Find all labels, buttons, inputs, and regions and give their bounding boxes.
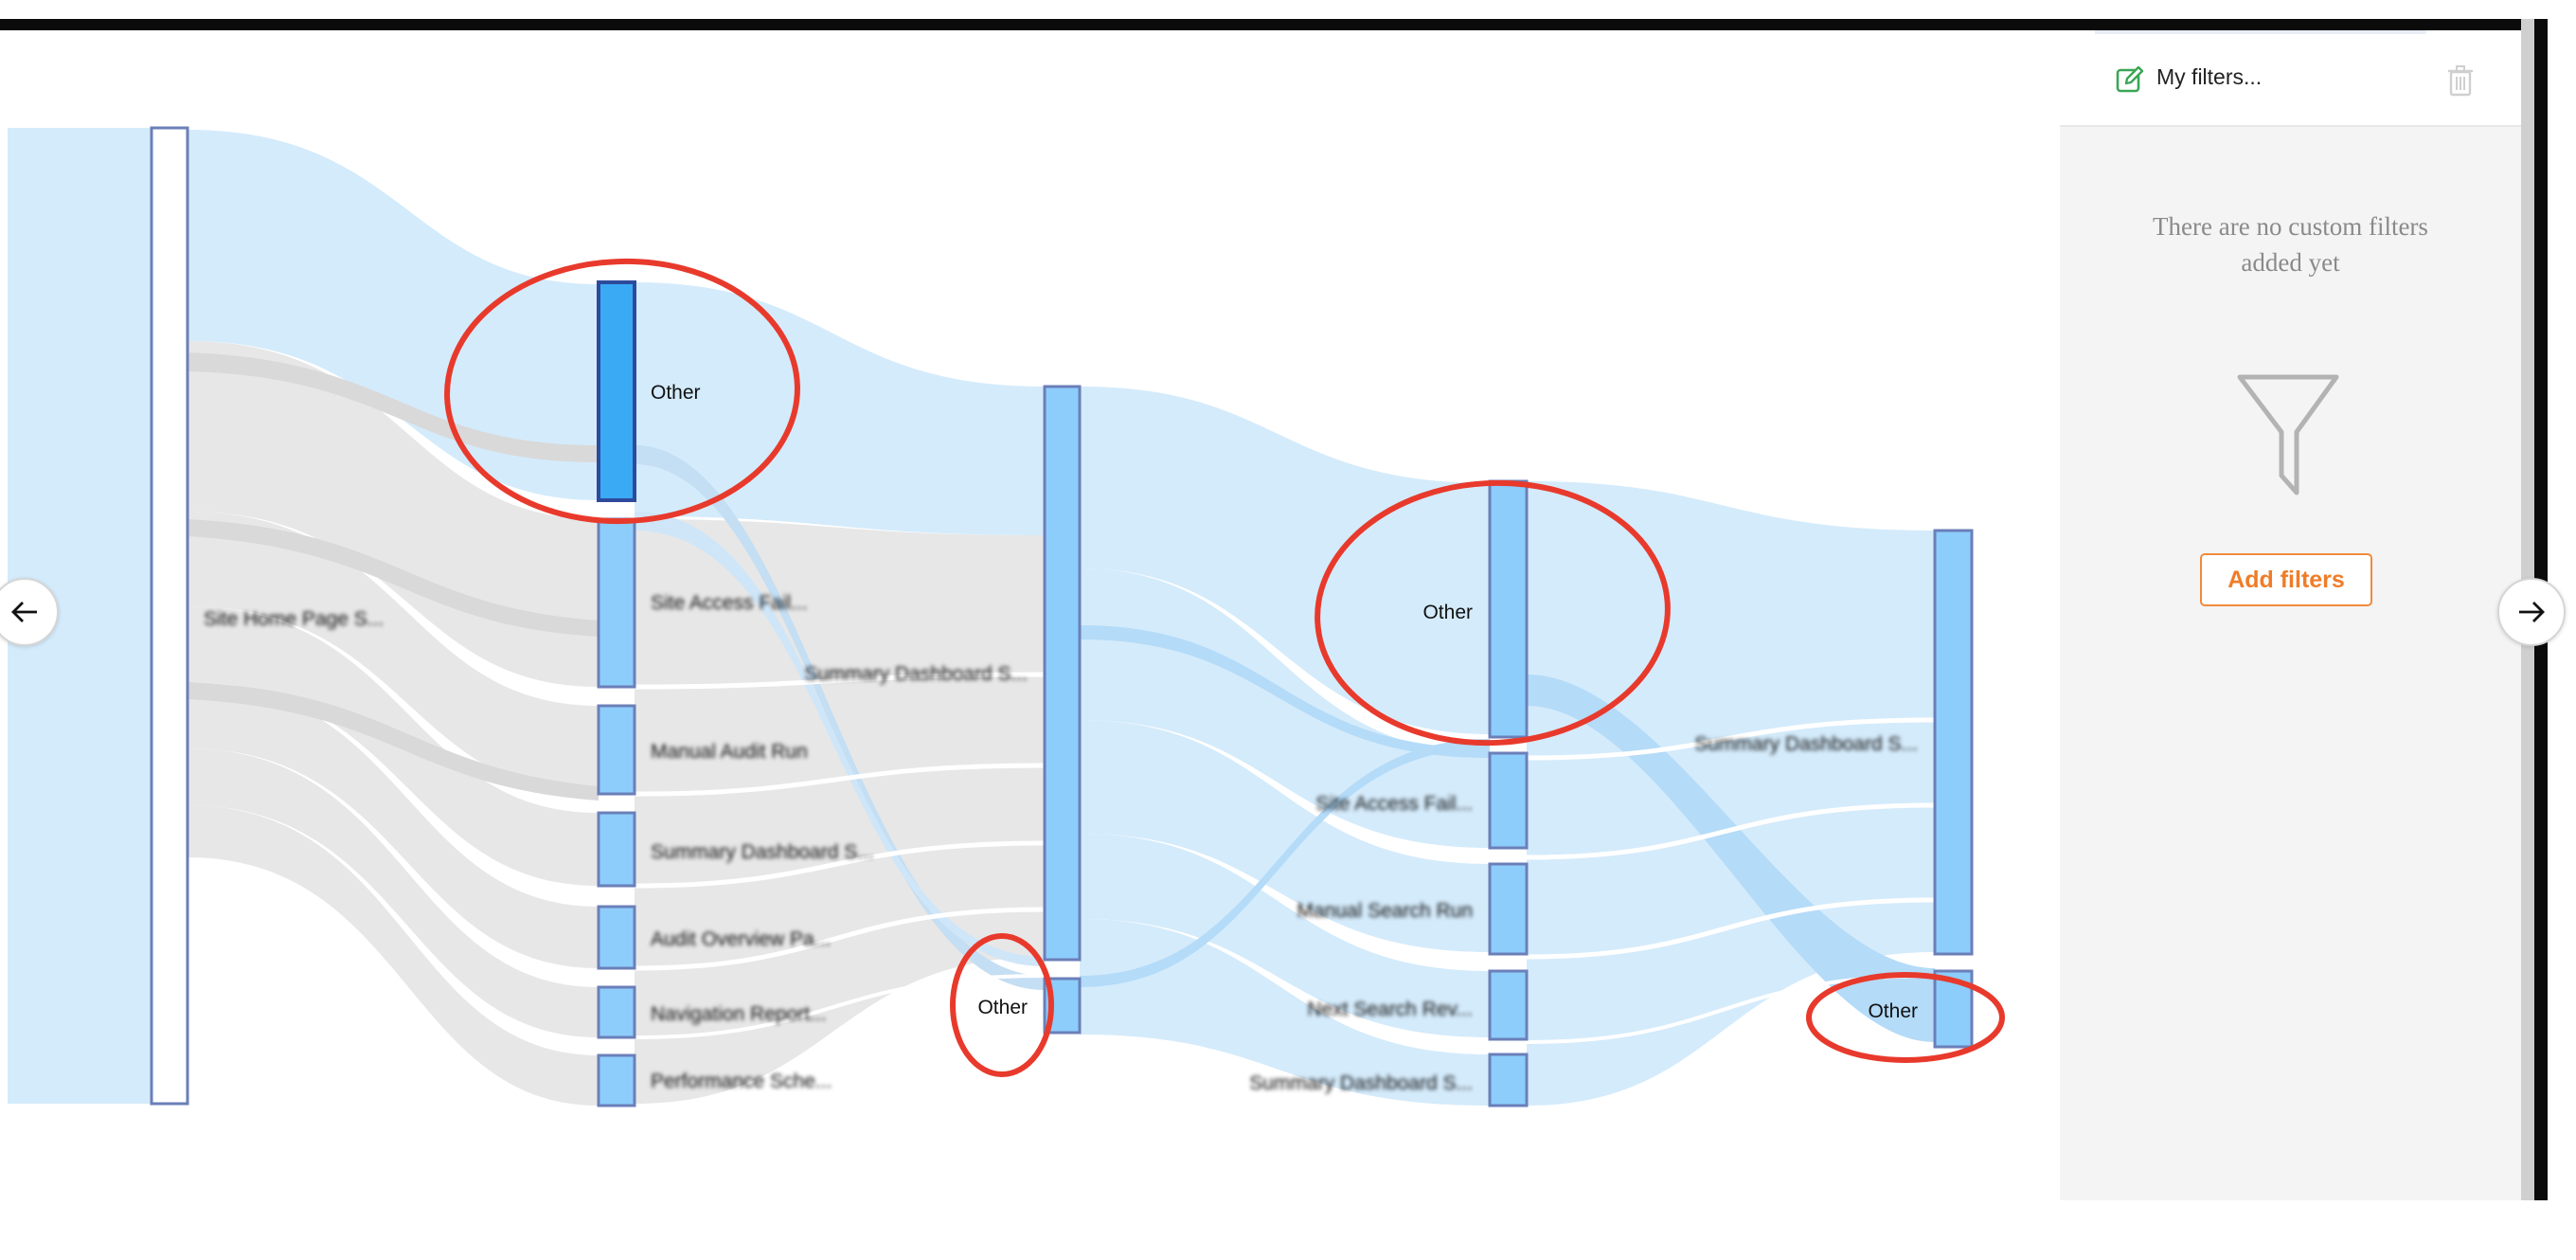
node-label: Navigation Report... (651, 1003, 827, 1025)
flow-grey-to-summary (635, 519, 1045, 1104)
flow-root-to-node3 (188, 512, 599, 794)
annotation-circle-other-step2 (444, 258, 800, 525)
flow-gap (1526, 717, 1936, 761)
add-filters-button[interactable]: Add filters (2200, 553, 2372, 606)
annotation-circle-other-step3 (950, 933, 1054, 1077)
flow-root-to-node7 (188, 805, 599, 1106)
user-flow-sankey: Site Home Page S... Other Site Access Fa… (8, 126, 2005, 1107)
previous-step-button[interactable] (0, 578, 59, 646)
flow-gap (1526, 897, 1936, 960)
flow-summary-to-node5 (1080, 919, 1490, 1106)
sankey-node-other-step2[interactable] (597, 280, 636, 502)
node-label-other: Other (651, 382, 701, 404)
flow-gap (634, 763, 1046, 797)
flow-crossing (188, 682, 599, 801)
filters-panel: My filters... There are no custom filter… (2060, 30, 2521, 1200)
funnel-icon (2237, 374, 2339, 495)
sankey-node-step2[interactable] (597, 985, 636, 1039)
sankey-node-other-step4[interactable] (1488, 479, 1529, 739)
flow-summary-to-other (1080, 387, 1490, 734)
sankey-node-step4[interactable] (1488, 1053, 1529, 1107)
annotation-circle-other-step5 (1806, 972, 2005, 1063)
sankey-node-other-step5[interactable] (1933, 969, 1974, 1049)
sankey-nodes (150, 126, 1974, 1107)
node-label: Site Access Fail... (1315, 793, 1473, 815)
sankey-flows (8, 128, 1936, 1106)
node-label: Audit Overview Pa... (651, 928, 831, 950)
flow-summary-to-node3 (1080, 720, 1490, 952)
sankey-node-step5[interactable] (1933, 529, 1974, 956)
sankey-canvas: Site Home Page S... Other Site Access Fa… (8, 126, 2005, 1107)
sankey-node-step4[interactable] (1488, 751, 1529, 850)
empty-state-line: There are no custom filters (2153, 212, 2428, 241)
flow-gap (634, 907, 1046, 971)
edit-icon[interactable] (2115, 64, 2145, 95)
sankey-node-step2[interactable] (597, 811, 636, 888)
sankey-node-step2[interactable] (597, 905, 636, 970)
next-step-button[interactable] (2497, 578, 2566, 646)
annotation-circle-other-step4 (1315, 479, 1671, 747)
window-top-border (0, 19, 2548, 30)
arrow-right-icon (2519, 602, 2545, 622)
flow-root-to-node5 (188, 682, 599, 968)
filters-header: My filters... (2060, 30, 2521, 127)
flow-gap (634, 974, 1046, 1039)
empty-state-message: There are no custom filters added yet (2098, 208, 2483, 280)
node-label: Summary Dashboard S... (804, 663, 1028, 685)
flow-summary-to-node4 (1080, 834, 1490, 1037)
flow-root-to-node4 (188, 606, 599, 886)
node-label: Summary Dashboard S... (1694, 733, 1918, 755)
flow-root-to-node2 (188, 341, 599, 687)
node-label: Site Access Fail... (651, 592, 808, 614)
flow-root-to-node6 (188, 748, 599, 1037)
empty-state-line: added yet (2241, 248, 2340, 277)
flow-crossing-blue (1080, 625, 1490, 758)
red-annotation-circles (444, 258, 2005, 1077)
flow-crossing (188, 352, 599, 462)
sankey-labels: Site Home Page S... Other Site Access Fa… (204, 382, 1918, 1094)
sankey-node-root[interactable] (150, 126, 189, 1106)
flow-other-to-other-final (1527, 675, 1935, 1042)
sankey-node-step4[interactable] (1488, 862, 1529, 956)
trash-icon[interactable] (2446, 64, 2475, 97)
node-label: Manual Audit Run (651, 741, 808, 763)
flow-crossing (188, 519, 599, 637)
sankey-node-step2[interactable] (597, 704, 636, 796)
flow-gap (1526, 802, 1936, 860)
node-label: Manual Search Run (1297, 900, 1473, 922)
node-label: Next Search Rev... (1307, 999, 1473, 1020)
node-label: Summary Dashboard S... (651, 841, 874, 863)
node-label-other: Other (1868, 1000, 1918, 1022)
node-label-other: Other (1422, 602, 1473, 623)
node-label-other: Other (977, 997, 1028, 1018)
flow-root-to-other (188, 130, 599, 500)
node-label: Site Home Page S... (204, 608, 384, 630)
arrow-left-icon (11, 602, 37, 622)
flow-other-to-summary (635, 282, 1045, 535)
node-label: Performance Sche... (651, 1071, 832, 1092)
filters-tab-indicator (2095, 30, 2426, 34)
sankey-node-step2[interactable] (597, 517, 636, 689)
flow-summary-to-node2 (1080, 568, 1490, 848)
flow-gap (634, 840, 1046, 889)
flow-gap (634, 672, 1046, 690)
node-label: Summary Dashboard S... (1249, 1072, 1473, 1094)
sankey-node-step3[interactable] (1043, 385, 1082, 962)
sankey-node-step4[interactable] (1488, 969, 1529, 1041)
sankey-node-step2[interactable] (597, 1053, 636, 1107)
filters-title[interactable]: My filters... (2156, 64, 2263, 89)
